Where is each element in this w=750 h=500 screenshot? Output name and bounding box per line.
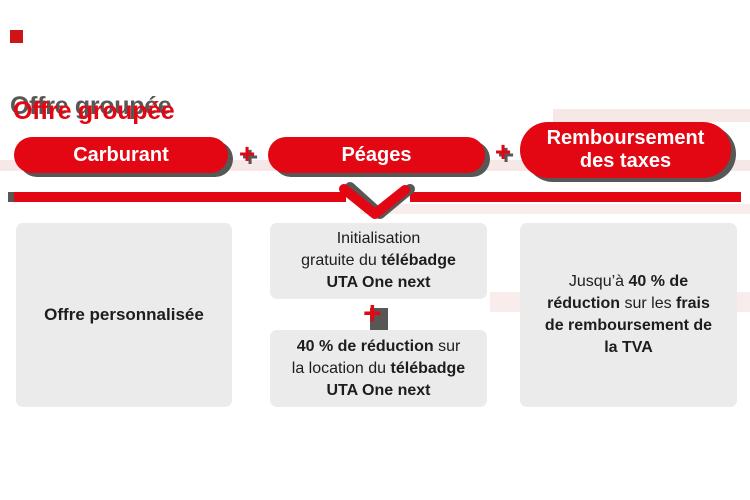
background-strip <box>553 109 750 122</box>
plus-sign: + <box>238 138 256 169</box>
page-title: Offre groupée <box>13 97 175 125</box>
text-line: la TVA <box>604 337 653 359</box>
pill-remboursement: Remboursement des taxes <box>520 122 731 178</box>
chevron-down-icon <box>339 182 415 219</box>
text-line: Offre personnalisée <box>44 304 204 326</box>
text-segment: gratuite du <box>301 252 382 269</box>
text-line: 40 % de réduction sur <box>297 336 461 358</box>
pill-remboursement-label: Remboursement des taxes <box>546 127 705 172</box>
text-segment: 40 % de réduction <box>296 337 434 355</box>
red-square-decor <box>10 30 23 43</box>
plus-connector: + <box>362 295 388 331</box>
text-line: Initialisation <box>337 228 421 250</box>
text-segment: la location du <box>291 359 391 377</box>
text-segment: Jusqu’à <box>568 273 629 290</box>
text-segment: télébadge <box>381 252 456 269</box>
text-line: UTA One next <box>326 272 430 294</box>
text-segment: télébadge <box>390 359 466 377</box>
text-segment: UTA One next <box>326 274 431 291</box>
plus-connector-shadow <box>370 308 388 330</box>
text-segment: réduction <box>547 295 621 312</box>
plus-icon: + <box>363 295 382 331</box>
pill-peages-label: Péages <box>341 143 412 166</box>
pill-carburant-label: Carburant <box>73 143 169 166</box>
text-line: gratuite du télébadge <box>301 250 456 272</box>
red-divider-line-right <box>410 192 741 202</box>
text-segment: UTA One next <box>326 381 431 399</box>
card-offre-personnalisee: Offre personnalisée <box>16 223 232 407</box>
text-segment: frais <box>676 295 710 312</box>
text-line: Jusqu’à 40 % de <box>569 271 688 293</box>
text-segment: la TVA <box>604 339 653 356</box>
text-line: la location du télébadge <box>292 358 465 380</box>
text-segment: sur les <box>620 295 677 312</box>
text-segment: de remboursement de <box>544 317 713 334</box>
text-line: de remboursement de <box>545 315 712 337</box>
text-line: réduction sur les frais <box>547 293 710 315</box>
red-divider-line-left <box>8 192 346 202</box>
text-segment: Initialisation <box>336 230 421 247</box>
text-segment: Offre personnalisée <box>44 305 204 324</box>
text-segment: sur <box>433 337 461 355</box>
plus-sign: + <box>494 136 512 167</box>
background-strip <box>360 204 750 214</box>
text-line: UTA One next <box>326 380 430 402</box>
pill-carburant: Carburant <box>14 137 228 173</box>
pill-peages: Péages <box>268 137 485 173</box>
text-segment: 40 % de <box>628 273 689 290</box>
